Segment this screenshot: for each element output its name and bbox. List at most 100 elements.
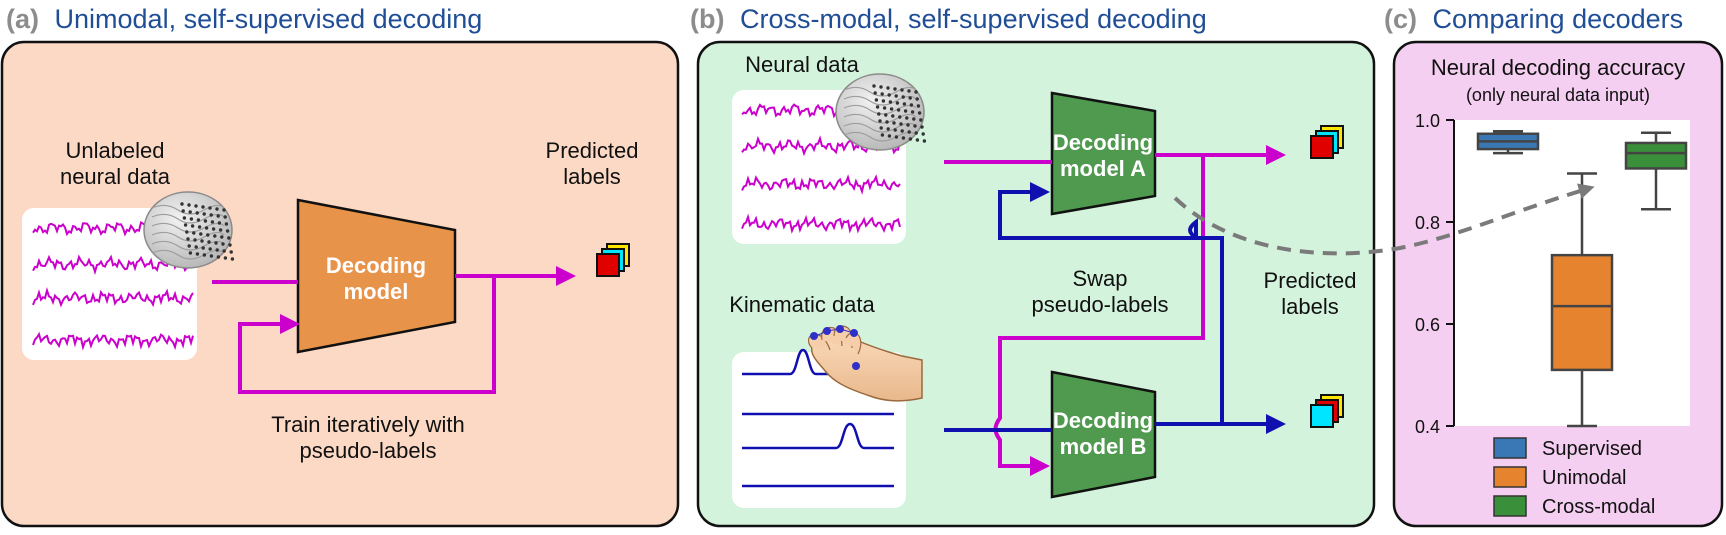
brain-icon-b bbox=[835, 73, 927, 151]
panel-a-letter: (a) bbox=[6, 4, 39, 34]
electrode-dot bbox=[214, 241, 218, 245]
model-a-label-line2: model A bbox=[1060, 156, 1146, 181]
panel-c-title-text: Comparing decoders bbox=[1433, 4, 1684, 34]
panel-b: (b) Cross-modal, self-supervised decodin… bbox=[690, 4, 1376, 528]
model-b-label-line1: Decoding bbox=[1053, 408, 1153, 433]
electrode-dot bbox=[894, 94, 898, 98]
electrode-dot bbox=[204, 226, 209, 230]
electrode-dot bbox=[913, 124, 917, 128]
panel-c-letter: (c) bbox=[1384, 4, 1417, 34]
brain-icon bbox=[143, 191, 235, 269]
y-tick-label: 0.8 bbox=[1415, 213, 1440, 233]
brain-fold bbox=[151, 204, 225, 215]
electrode-dot bbox=[221, 242, 225, 246]
electrode-dot bbox=[217, 221, 222, 225]
electrode-dot bbox=[922, 139, 927, 143]
brain-fold bbox=[843, 113, 917, 124]
panel-a-title-text: Unimodal, self-supervised decoding bbox=[55, 4, 483, 34]
model-label-line2: model bbox=[344, 279, 409, 304]
electrode-dot bbox=[872, 84, 876, 88]
electrode-dot bbox=[892, 121, 896, 125]
electrode-dot bbox=[873, 91, 877, 95]
legend-label: Cross-modal bbox=[1542, 496, 1655, 518]
electrode-dot bbox=[208, 247, 212, 251]
pseudo-labels-a-to-b-arrow bbox=[993, 155, 1205, 476]
brain-fold bbox=[151, 213, 225, 224]
legend-label: Unimodal bbox=[1542, 467, 1626, 489]
predicted-labels-b-line2: labels bbox=[1281, 294, 1338, 319]
electrode-dot bbox=[216, 255, 221, 259]
electrode-dot bbox=[891, 114, 895, 118]
electrode-dot bbox=[195, 252, 200, 256]
electrode-dot bbox=[880, 133, 885, 137]
electrode-dot bbox=[201, 246, 205, 250]
electrode-dot bbox=[877, 112, 881, 116]
electrode-dot bbox=[229, 250, 233, 254]
electrode-dot bbox=[192, 231, 196, 235]
electrode-dot bbox=[194, 245, 198, 249]
electrode-dot bbox=[207, 240, 211, 244]
electrode-dot bbox=[188, 251, 193, 255]
electrode-dot bbox=[881, 99, 886, 103]
electrode-dot bbox=[887, 134, 892, 138]
electrode-dot bbox=[228, 243, 232, 247]
swap-label-line2: pseudo-labels bbox=[1032, 292, 1169, 317]
predicted-labels-icon bbox=[596, 243, 630, 277]
label-square bbox=[1310, 135, 1334, 159]
iqr-box bbox=[1624, 141, 1688, 170]
electrode-dot bbox=[223, 256, 228, 260]
electrode-dot bbox=[900, 129, 904, 133]
electrode-dot bbox=[921, 132, 925, 136]
panel-c: (c) Comparing decoders Neural decoding a… bbox=[1173, 4, 1724, 528]
electrode-dot bbox=[878, 119, 882, 123]
electrode-dot bbox=[180, 202, 184, 206]
electrode-dot bbox=[899, 122, 903, 126]
label-square bbox=[1310, 404, 1334, 428]
electrode-dot bbox=[912, 117, 916, 121]
panel-a-title: (a) Unimodal, self-supervised decoding bbox=[6, 4, 482, 34]
box-plots bbox=[1476, 129, 1688, 428]
electrode-dot bbox=[193, 238, 197, 242]
legend-swatch bbox=[1493, 466, 1527, 488]
electrode-dot bbox=[896, 108, 901, 112]
kinematic-trace-1 bbox=[742, 348, 894, 376]
electrode-dot bbox=[900, 88, 904, 92]
electrode-dot bbox=[915, 97, 919, 101]
electrode-dot bbox=[879, 126, 883, 130]
legend-label: Supervised bbox=[1542, 438, 1642, 460]
electrode-dot bbox=[195, 211, 199, 215]
electrode-dot bbox=[875, 105, 880, 109]
decoding-model bbox=[296, 198, 457, 354]
electrode-dot bbox=[917, 111, 922, 115]
electrode-dot bbox=[213, 234, 217, 238]
electrode-dot bbox=[224, 222, 229, 226]
electrode-dot bbox=[907, 130, 911, 134]
electrode-dot bbox=[882, 106, 887, 110]
electrode-dot bbox=[190, 224, 195, 228]
box-unimodal bbox=[1550, 172, 1614, 428]
y-ticks: 0.40.60.81.0 bbox=[1415, 111, 1454, 437]
electrode-dot bbox=[202, 212, 206, 216]
waveform-trace bbox=[32, 254, 194, 276]
electrode-dot bbox=[209, 254, 214, 258]
legend-swatch bbox=[1493, 495, 1527, 517]
y-tick-label: 0.6 bbox=[1415, 315, 1440, 335]
electrode-dot bbox=[886, 127, 890, 131]
electrode-dot bbox=[211, 227, 216, 231]
brain-fold bbox=[843, 95, 917, 106]
predicted-labels-b-line1: Predicted bbox=[1264, 268, 1357, 293]
electrode-dot bbox=[182, 216, 187, 220]
electrode-dot bbox=[906, 123, 910, 127]
electrode-dot bbox=[905, 116, 909, 120]
brain-fold bbox=[151, 222, 225, 233]
electrode-dot bbox=[895, 101, 900, 105]
neural-data-label: Neural data bbox=[745, 52, 860, 77]
brain-fold bbox=[151, 231, 225, 242]
panel-c-title: (c) Comparing decoders bbox=[1384, 4, 1683, 34]
feedback-loop-arrow bbox=[238, 276, 496, 394]
electrode-dot bbox=[919, 118, 923, 122]
electrode-dot bbox=[188, 210, 192, 214]
electrode-dot bbox=[196, 218, 201, 222]
